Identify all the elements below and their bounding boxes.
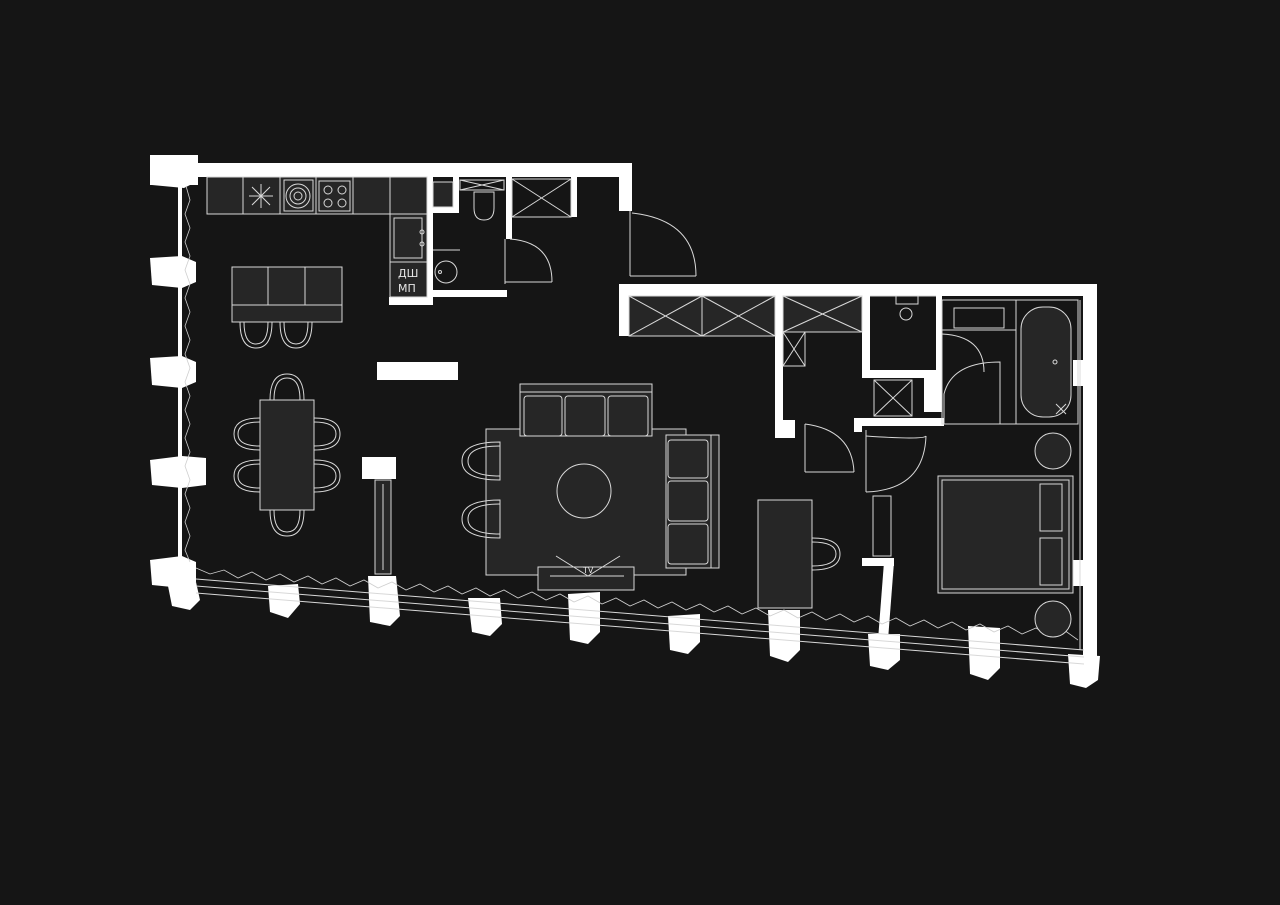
sink-icon <box>249 184 273 208</box>
bathroom-2 <box>870 295 1079 425</box>
bathtub-icon <box>1020 306 1072 418</box>
living-area: TV <box>461 383 720 591</box>
hob-icon <box>318 180 351 212</box>
sofa-top <box>519 383 653 437</box>
wardrobes <box>628 295 913 417</box>
nightstand-top <box>1034 432 1072 470</box>
dining-table <box>233 373 341 537</box>
sofa-right <box>665 434 720 569</box>
desk <box>757 499 841 609</box>
washbasin-icon <box>434 260 458 284</box>
toilet-icon <box>473 191 495 221</box>
tv-label: TV <box>582 566 594 575</box>
bedroom <box>937 432 1074 638</box>
entrance-door <box>629 211 697 277</box>
corridor-doors <box>804 423 927 557</box>
oven-icon <box>283 179 314 212</box>
nightstand-bottom <box>1034 600 1072 638</box>
dishwasher-label: ДШ <box>398 267 418 280</box>
bathroom-1 <box>432 178 572 284</box>
facade-glazing <box>184 185 1085 665</box>
coffee-table <box>556 463 612 519</box>
bed <box>937 475 1074 594</box>
kitchen: ДШ МП <box>206 176 428 349</box>
kitchen-island <box>231 266 343 349</box>
tv-unit: TV <box>537 555 635 591</box>
microwave-label: МП <box>398 282 416 295</box>
